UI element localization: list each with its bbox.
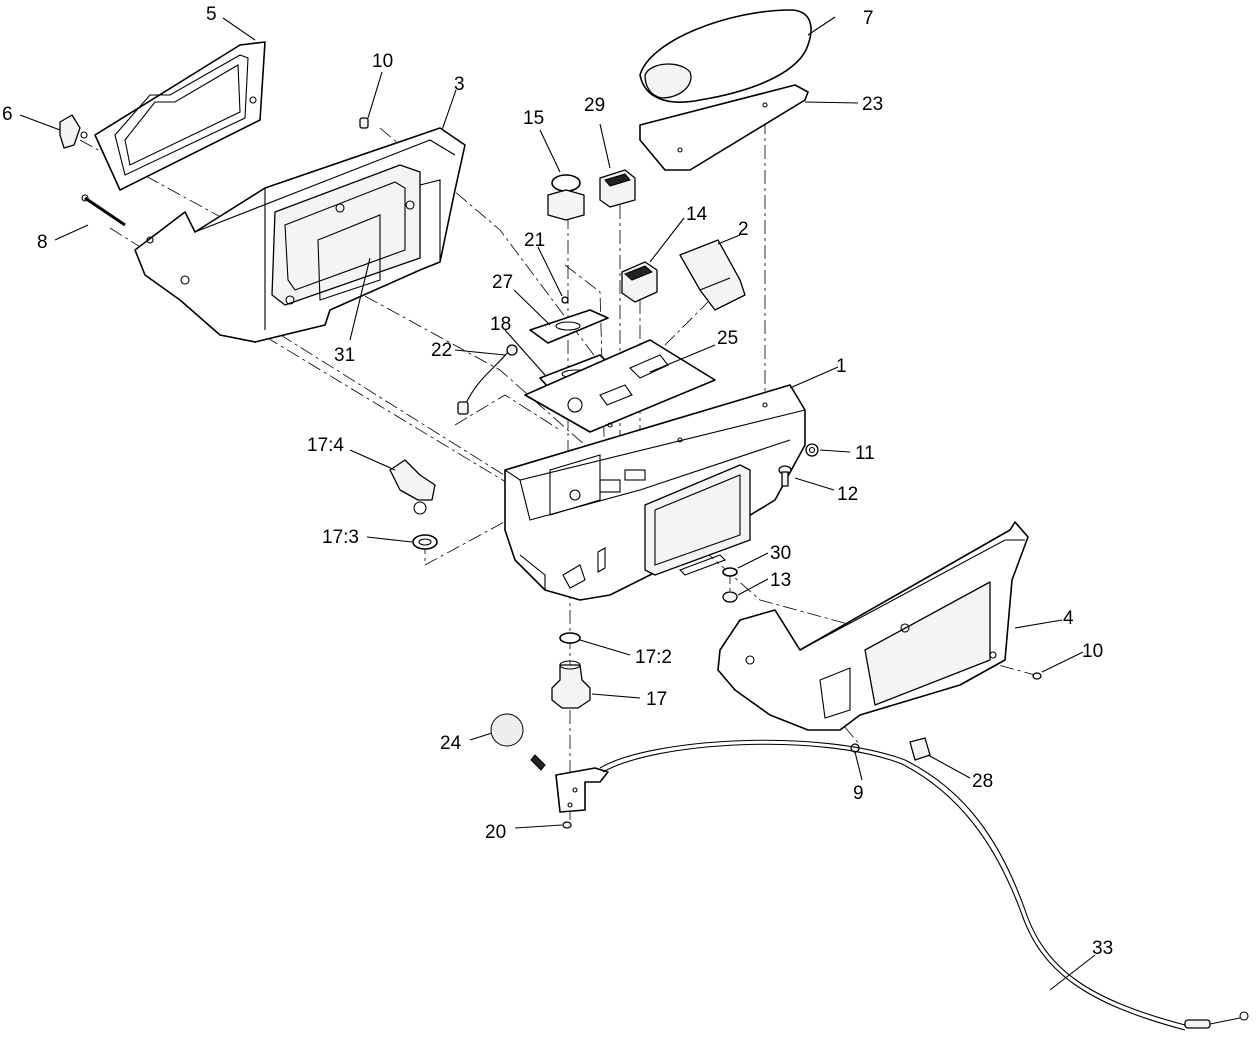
- part-24-knob: [490, 713, 546, 771]
- part-14-rocker-switch: [621, 261, 658, 303]
- callout-18: 18: [490, 314, 511, 335]
- callout-3: 3: [454, 74, 465, 95]
- callout-1: 1: [836, 356, 847, 377]
- part-10-screw-top: [359, 117, 369, 129]
- part-13-nut: [722, 591, 738, 603]
- callout-7: 7: [863, 8, 874, 29]
- part-11-nut: [805, 443, 819, 457]
- part-6-latch: [59, 114, 88, 149]
- part-7-armrest-pad: [639, 9, 812, 103]
- part-17-2-washer: [559, 632, 581, 644]
- part-29-rocker-switch: [599, 169, 636, 208]
- callout-31: 31: [334, 345, 355, 366]
- callout-8: 8: [37, 232, 48, 253]
- part-4-right-housing: [717, 521, 1029, 731]
- callout-17-2: 17:2: [635, 647, 672, 668]
- callout-29: 29: [584, 95, 605, 116]
- callout-labels: 5 6 10 3 8 31 7 23 15 29 14 2 21 27 18 2…: [2, 4, 1113, 959]
- callout-27: 27: [492, 272, 513, 293]
- callout-17-4: 17:4: [307, 435, 344, 456]
- callout-12: 12: [837, 484, 858, 505]
- part-17-3-nut: [412, 534, 438, 550]
- callout-15: 15: [523, 108, 544, 129]
- callout-6: 6: [2, 104, 13, 125]
- leader-lines: [19, 16, 1096, 991]
- callout-23: 23: [862, 94, 883, 115]
- part-33-cable: [599, 739, 1249, 1031]
- part-15-push-switch: [547, 174, 585, 221]
- callout-10-top: 10: [372, 51, 393, 72]
- callout-17-3: 17:3: [322, 527, 359, 548]
- part-17-4-key: [389, 459, 436, 515]
- part-10-screw-right: [1032, 672, 1042, 680]
- part-28-clip: [909, 737, 931, 761]
- callout-21: 21: [524, 230, 545, 251]
- callout-10-right: 10: [1082, 641, 1103, 662]
- callout-14: 14: [686, 204, 708, 225]
- part-21-screw: [561, 296, 569, 304]
- part-12-bolt: [778, 465, 792, 487]
- callout-33: 33: [1092, 938, 1113, 959]
- callout-28: 28: [972, 771, 993, 792]
- callout-22: 22: [431, 340, 452, 361]
- part-17-ignition-switch: [551, 660, 591, 709]
- part-30-washer: [722, 567, 738, 577]
- part-25-plate: [524, 339, 716, 433]
- part-3-left-housing: [134, 127, 466, 343]
- part-20-bracket: [555, 767, 609, 829]
- part-22-harness: [457, 344, 518, 415]
- part-5-window: [94, 41, 266, 191]
- callout-17: 17: [646, 689, 667, 710]
- part-1-frame: [504, 384, 806, 601]
- part-2-cover: [679, 239, 746, 311]
- part-27-gasket: [529, 309, 609, 344]
- callout-5: 5: [206, 4, 217, 25]
- part-23-armrest-plate: [639, 84, 809, 171]
- callout-30: 30: [770, 543, 791, 564]
- callout-9: 9: [853, 783, 864, 804]
- part-8-pin: [81, 194, 126, 227]
- callout-2: 2: [738, 219, 749, 240]
- callout-24: 24: [440, 733, 462, 754]
- callout-20: 20: [485, 822, 506, 843]
- callout-11: 11: [855, 443, 875, 464]
- callout-4: 4: [1063, 608, 1074, 629]
- callout-13: 13: [770, 570, 791, 591]
- callout-25: 25: [717, 328, 738, 349]
